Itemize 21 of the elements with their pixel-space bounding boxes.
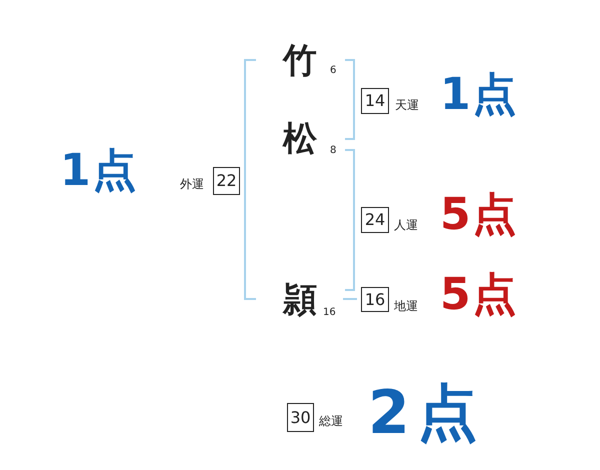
fortune-label: 天運 bbox=[395, 99, 419, 111]
fortune-label: 人運 bbox=[394, 219, 418, 231]
kanji-character: 松 bbox=[283, 122, 317, 156]
score-text: 5点 bbox=[440, 193, 519, 237]
stroke-count: 8 bbox=[330, 146, 336, 156]
kanji-character: 竹 bbox=[283, 44, 317, 78]
number-box: 30 bbox=[287, 403, 314, 432]
kanji-character: 頴 bbox=[283, 283, 317, 317]
score-text: 1点 bbox=[440, 73, 519, 117]
stroke-count: 6 bbox=[330, 66, 336, 76]
fortune-label: 外運 bbox=[180, 178, 204, 190]
number-box: 14 bbox=[361, 88, 389, 114]
stroke-count: 16 bbox=[323, 308, 336, 318]
fortune-label: 地運 bbox=[394, 300, 418, 312]
number-box: 22 bbox=[213, 167, 240, 195]
fortune-label: 総運 bbox=[319, 415, 343, 427]
score-text: 5点 bbox=[440, 273, 519, 317]
score-text: 2点 bbox=[368, 383, 486, 443]
number-box: 16 bbox=[361, 287, 389, 312]
score-text: 1点 bbox=[60, 149, 139, 193]
number-box: 24 bbox=[361, 207, 389, 233]
